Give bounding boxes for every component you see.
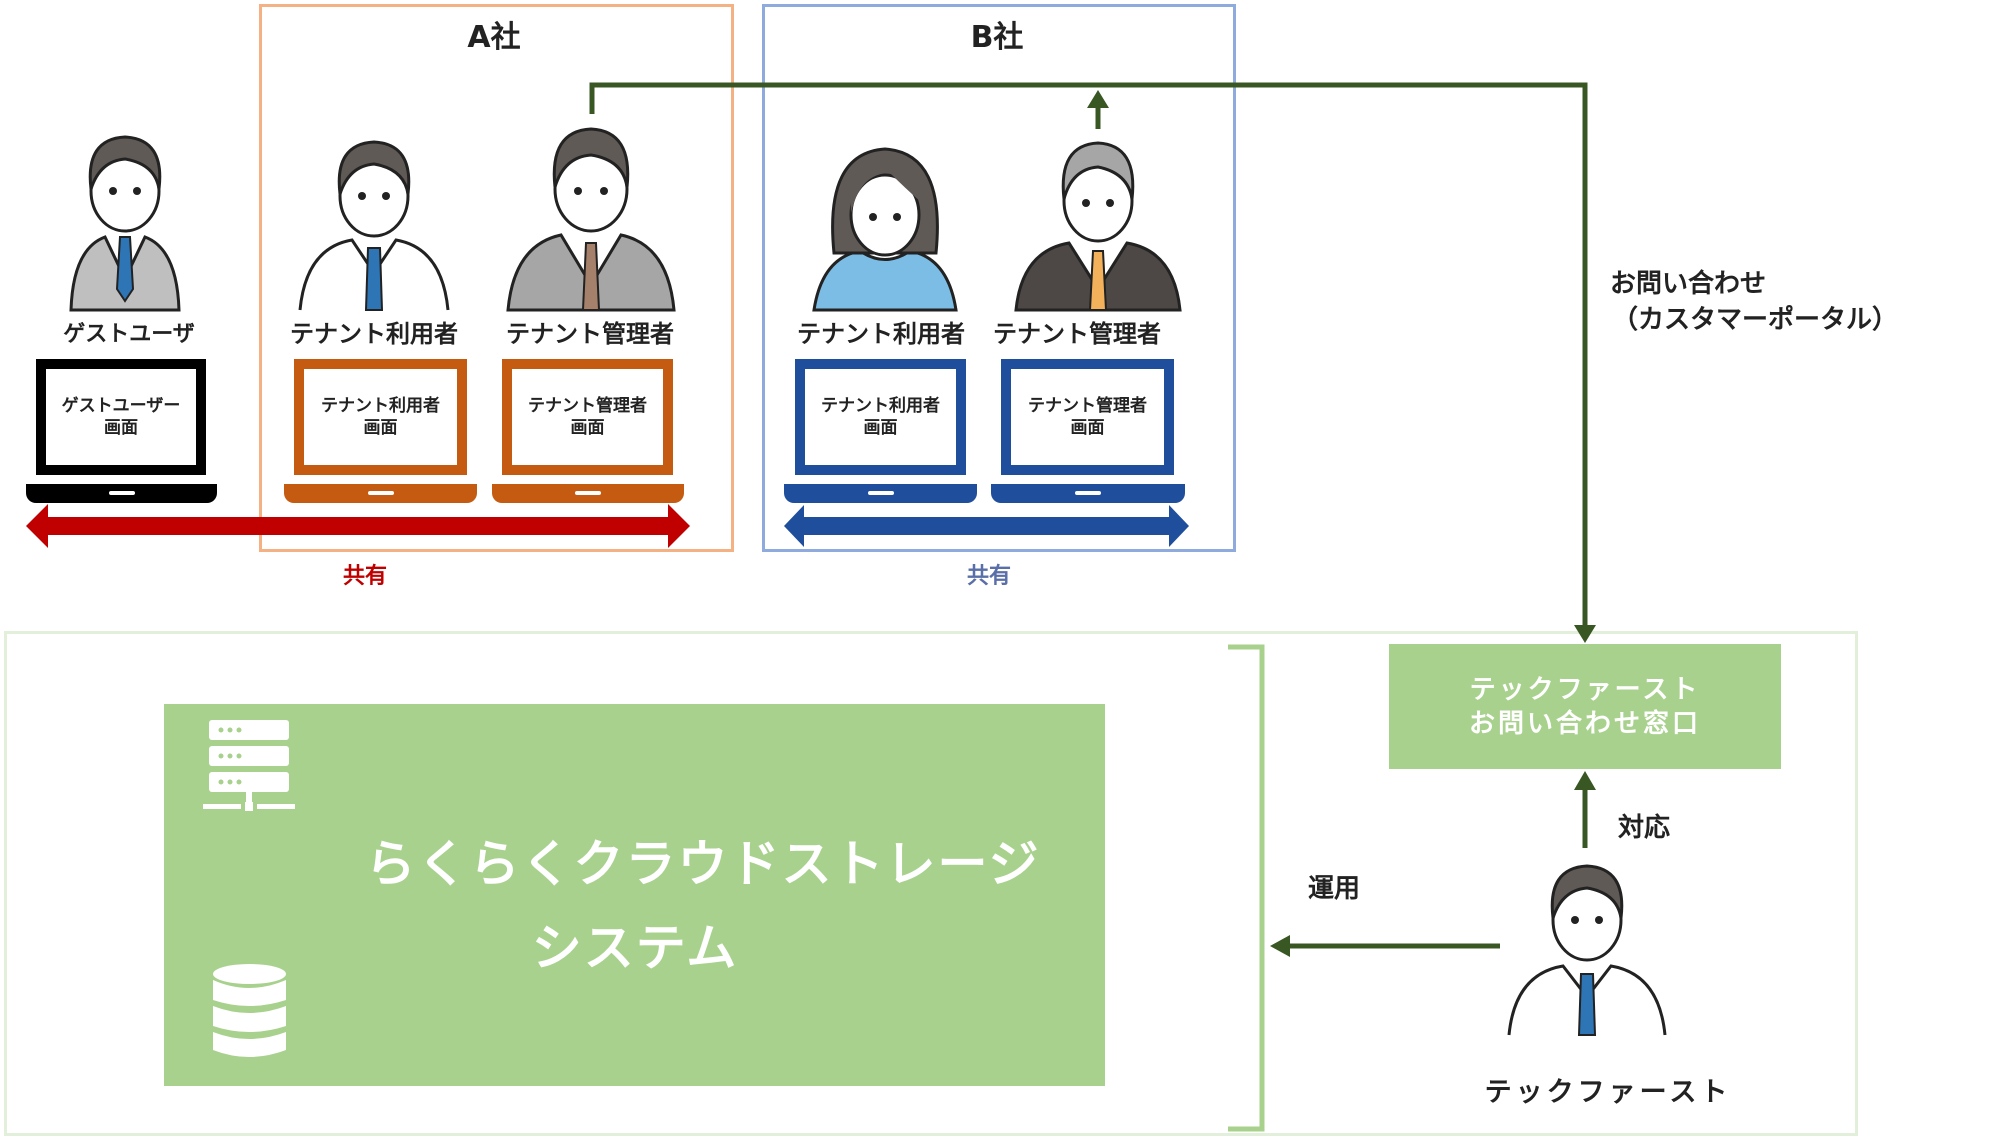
screen-label: ゲストユーザー 画面	[61, 396, 181, 438]
inquiry-desk-box: テックファースト お問い合わせ窓口	[1389, 644, 1781, 769]
inquiry-arrowhead	[1574, 625, 1596, 643]
system-bracket	[1228, 644, 1265, 1132]
role-label-b-admin: テナント管理者	[993, 320, 1161, 348]
role-label-a-user: テナント利用者	[290, 320, 458, 348]
shared-label-a: 共有	[342, 564, 388, 589]
screen-label: テナント管理者 画面	[1028, 396, 1147, 438]
techfirst-label: テックファースト	[1484, 1077, 1732, 1108]
inquiry-label-line1: お問い合わせ	[1610, 269, 1767, 299]
tenant-admin-b-avatar	[1014, 141, 1182, 312]
company-a-box	[259, 4, 734, 552]
shared-arrow-b	[784, 505, 1189, 547]
techfirst-staff-avatar	[1507, 864, 1667, 1036]
operations-area	[4, 631, 1858, 1136]
tenant-user-a-avatar	[298, 140, 450, 311]
inquiry-line	[589, 82, 1588, 625]
guest-user-avatar	[69, 135, 181, 312]
role-label-a-admin: テナント管理者	[506, 320, 674, 348]
tenant-admin-a-avatar	[506, 127, 676, 312]
screen-label: テナント管理者 画面	[528, 396, 647, 438]
role-label-guest: ゲストユーザ	[63, 322, 195, 347]
company-b-box	[762, 4, 1236, 552]
database-icon	[213, 964, 286, 1057]
tenant-user-b-avatar	[812, 147, 958, 312]
role-label-b-user: テナント利用者	[797, 320, 965, 348]
company-a-label: A社	[467, 20, 521, 55]
system-name-line1: らくらくクラウドストレージ	[365, 835, 1041, 893]
screen-label: テナント利用者 画面	[321, 396, 440, 438]
shared-label-b: 共有	[966, 564, 1012, 589]
operation-label: 運用	[1308, 874, 1361, 904]
screen-label: テナント利用者 画面	[821, 396, 940, 438]
inquiry-desk-line1: テックファースト	[1469, 674, 1701, 705]
company-b-label: B社	[970, 20, 1024, 55]
response-label: 対応	[1618, 813, 1671, 843]
inquiry-label-line2: （カスタマーポータル）	[1612, 305, 1899, 335]
server-icon	[203, 720, 295, 811]
system-box: らくらくクラウドストレージ システム	[164, 704, 1105, 1086]
system-name-line2: システム	[531, 919, 739, 977]
inquiry-desk-line2: お問い合わせ窓口	[1468, 708, 1701, 739]
inquiry-label: お問い合わせ （カスタマーポータル）	[1610, 266, 1898, 338]
shared-arrow-a	[26, 504, 690, 548]
